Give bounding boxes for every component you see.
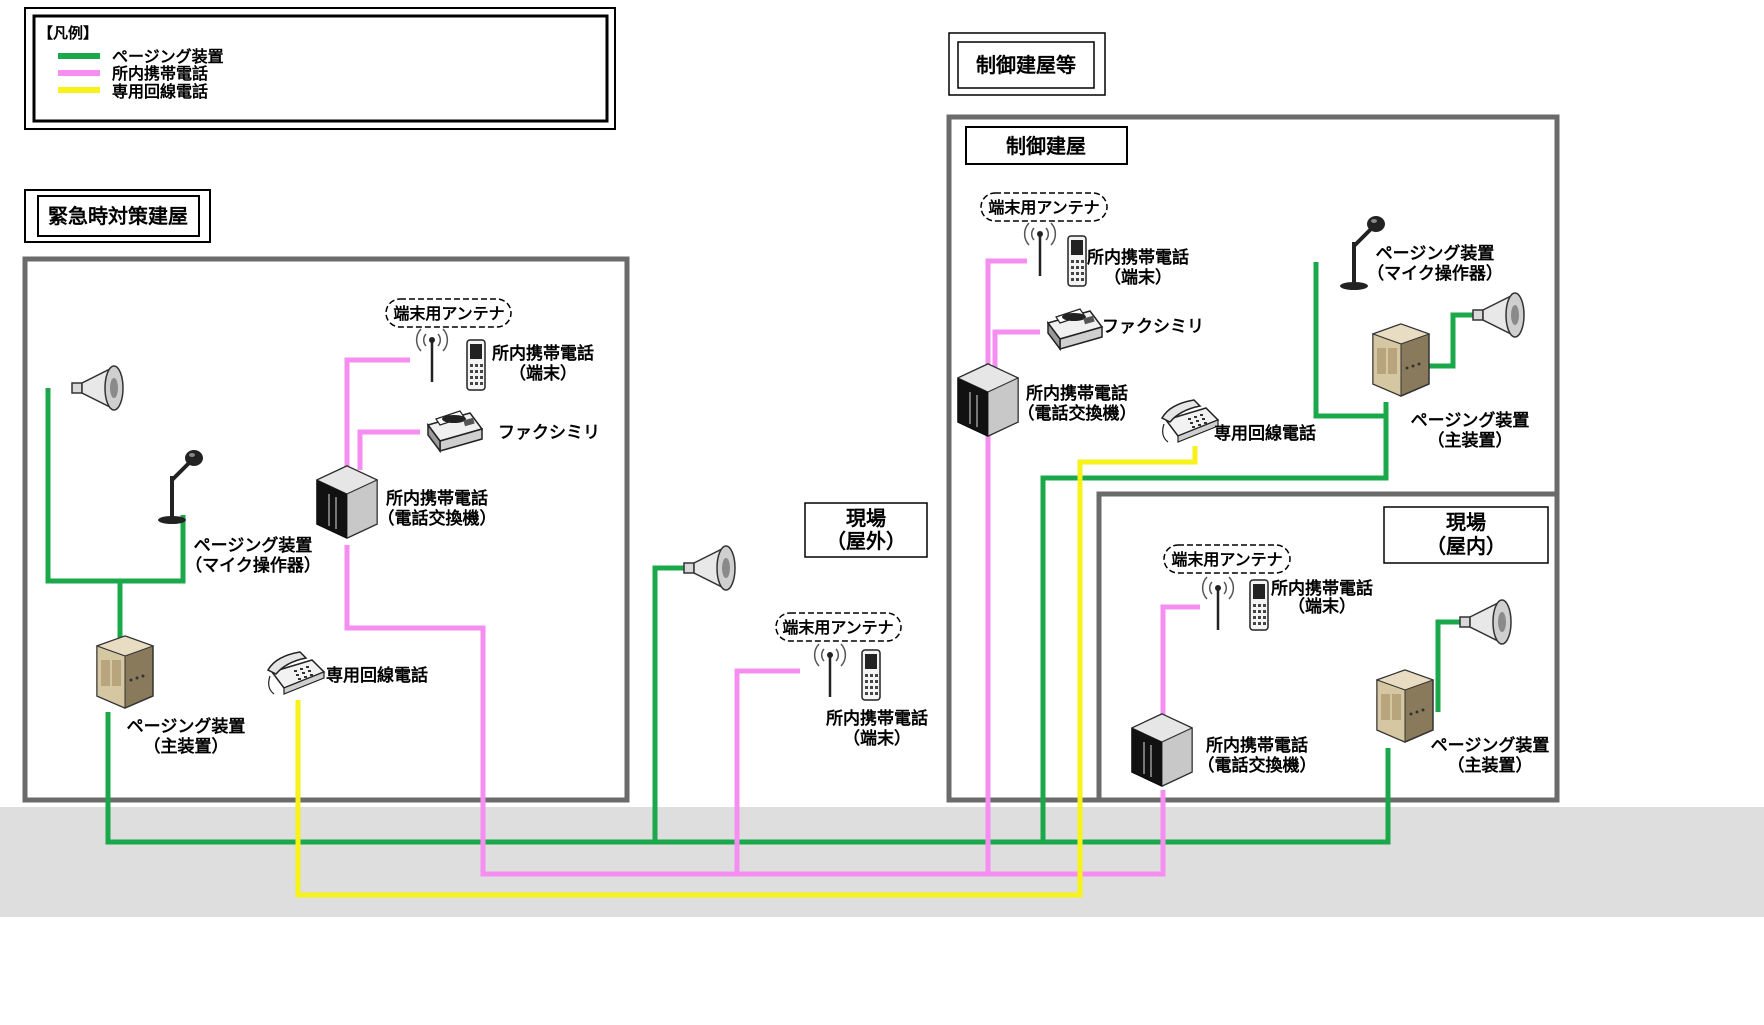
legend-label-paging: ページング装置 <box>112 47 224 66</box>
is-phs-exchange-label-1: 所内携帯電話 <box>1206 735 1308 756</box>
cb-phs-terminal-label-2: （端末） <box>1104 267 1172 288</box>
fax-icon <box>1047 308 1103 350</box>
microphone-icon <box>156 448 205 526</box>
eb-phs-terminal-label-2: （端末） <box>509 363 577 384</box>
cb-fax-label: ファクシミリ <box>1102 317 1204 337</box>
eb-phs-exchange-label-1: 所内携帯電話 <box>386 488 488 509</box>
paging-lines <box>45 262 1478 845</box>
outdoor-site-title-1: 現場 <box>846 506 886 530</box>
legend-title: 【凡例】 <box>38 24 98 42</box>
eb-paging-main-label-1: ページング装置 <box>127 716 246 737</box>
is-paging-main-label-1: ページング装置 <box>1431 735 1550 756</box>
legend: 【凡例】 ページング装置 所内携帯電話 専用回線電話 <box>24 7 616 130</box>
antenna-icon <box>415 327 449 384</box>
ground-area <box>0 807 1764 917</box>
indoor-site-title-2: （屋内） <box>1426 534 1506 558</box>
antenna-icon <box>813 642 847 699</box>
eb-phs-exchange-label-2: （電話交換機） <box>378 508 497 529</box>
dedicated-lines <box>295 446 1198 898</box>
cb-phs-exchange-label-2: （電話交換機） <box>1018 403 1137 424</box>
cb-dedicated-phone-label: 専用回線電話 <box>1214 423 1316 444</box>
exchange-icon <box>957 363 1019 437</box>
is-phs-terminal-label-2: （端末） <box>1288 596 1356 617</box>
indoor-site-box <box>1096 491 1560 803</box>
control-area: 制御建屋等 制御建屋 現場 （屋内） <box>946 32 1560 803</box>
outdoor-site: 現場 （屋外） <box>804 502 928 558</box>
cb-paging-main-label-1: ページング装置 <box>1411 410 1530 431</box>
emergency-building-box <box>22 256 630 803</box>
legend-label-dedicated: 専用回線電話 <box>112 82 208 101</box>
eb-paging-main-label-2: （主装置） <box>144 736 229 757</box>
cb-paging-mic-label-1: ページング装置 <box>1376 243 1495 264</box>
mobile-phone-icon <box>1249 579 1269 631</box>
antenna-icon <box>1023 221 1057 278</box>
mobile-phone-icon <box>861 649 881 701</box>
speaker-icon <box>683 545 736 591</box>
fax-icon <box>427 410 483 452</box>
eb-phs-terminal-label-1: 所内携帯電話 <box>492 343 594 364</box>
outdoor-site-title-2: （屋外） <box>826 529 906 553</box>
is-phs-exchange-label-2: （電話交換機） <box>1198 755 1317 776</box>
desk-phone-icon <box>267 651 325 695</box>
emergency-building-title: 緊急時対策建屋 <box>48 204 188 228</box>
control-area-title: 制御建屋等 <box>976 53 1076 77</box>
speaker-icon <box>1459 599 1512 645</box>
os-phs-terminal-label-2: （端末） <box>843 728 911 749</box>
eb-paging-mic-label-2: （マイク操作器） <box>185 555 321 576</box>
paging-unit-icon <box>1372 323 1430 397</box>
cb-antenna-label: 端末用アンテナ <box>988 198 1099 217</box>
eb-fax-label: ファクシミリ <box>498 423 600 443</box>
speaker-icon <box>1472 292 1525 338</box>
os-antenna-label: 端末用アンテナ <box>782 618 893 637</box>
mobile-phone-icon <box>1067 235 1087 287</box>
eb-antenna-label: 端末用アンテナ <box>393 304 504 323</box>
phs-lines <box>344 258 1200 877</box>
desk-phone-icon <box>1161 399 1219 443</box>
is-paging-main-label-2: （主装置） <box>1448 755 1533 776</box>
exchange-icon <box>316 465 378 539</box>
paging-unit-icon <box>96 635 154 709</box>
cb-phs-exchange-label-1: 所内携帯電話 <box>1026 383 1128 404</box>
cb-paging-main-label-2: （主装置） <box>1428 430 1513 451</box>
paging-unit-icon <box>1376 669 1434 743</box>
emergency-building: 緊急時対策建屋 <box>22 189 630 803</box>
legend-label-phs: 所内携帯電話 <box>112 64 208 83</box>
os-phs-terminal-label-1: 所内携帯電話 <box>826 708 928 729</box>
is-antenna-label: 端末用アンテナ <box>1171 550 1282 569</box>
eb-paging-mic-label-1: ページング装置 <box>194 535 313 556</box>
is-phs-terminal-label-1: 所内携帯電話 <box>1271 578 1373 599</box>
indoor-site-title-1: 現場 <box>1446 510 1486 534</box>
cb-phs-terminal-label-1: 所内携帯電話 <box>1087 247 1189 268</box>
antenna-icon <box>1201 575 1235 632</box>
control-building-title: 制御建屋 <box>1006 134 1086 158</box>
mobile-phone-icon <box>466 339 486 391</box>
exchange-icon <box>1131 713 1193 787</box>
cb-paging-mic-label-2: （マイク操作器） <box>1367 263 1503 284</box>
eb-dedicated-phone-label: 専用回線電話 <box>326 665 428 686</box>
speaker-icon <box>71 365 124 411</box>
